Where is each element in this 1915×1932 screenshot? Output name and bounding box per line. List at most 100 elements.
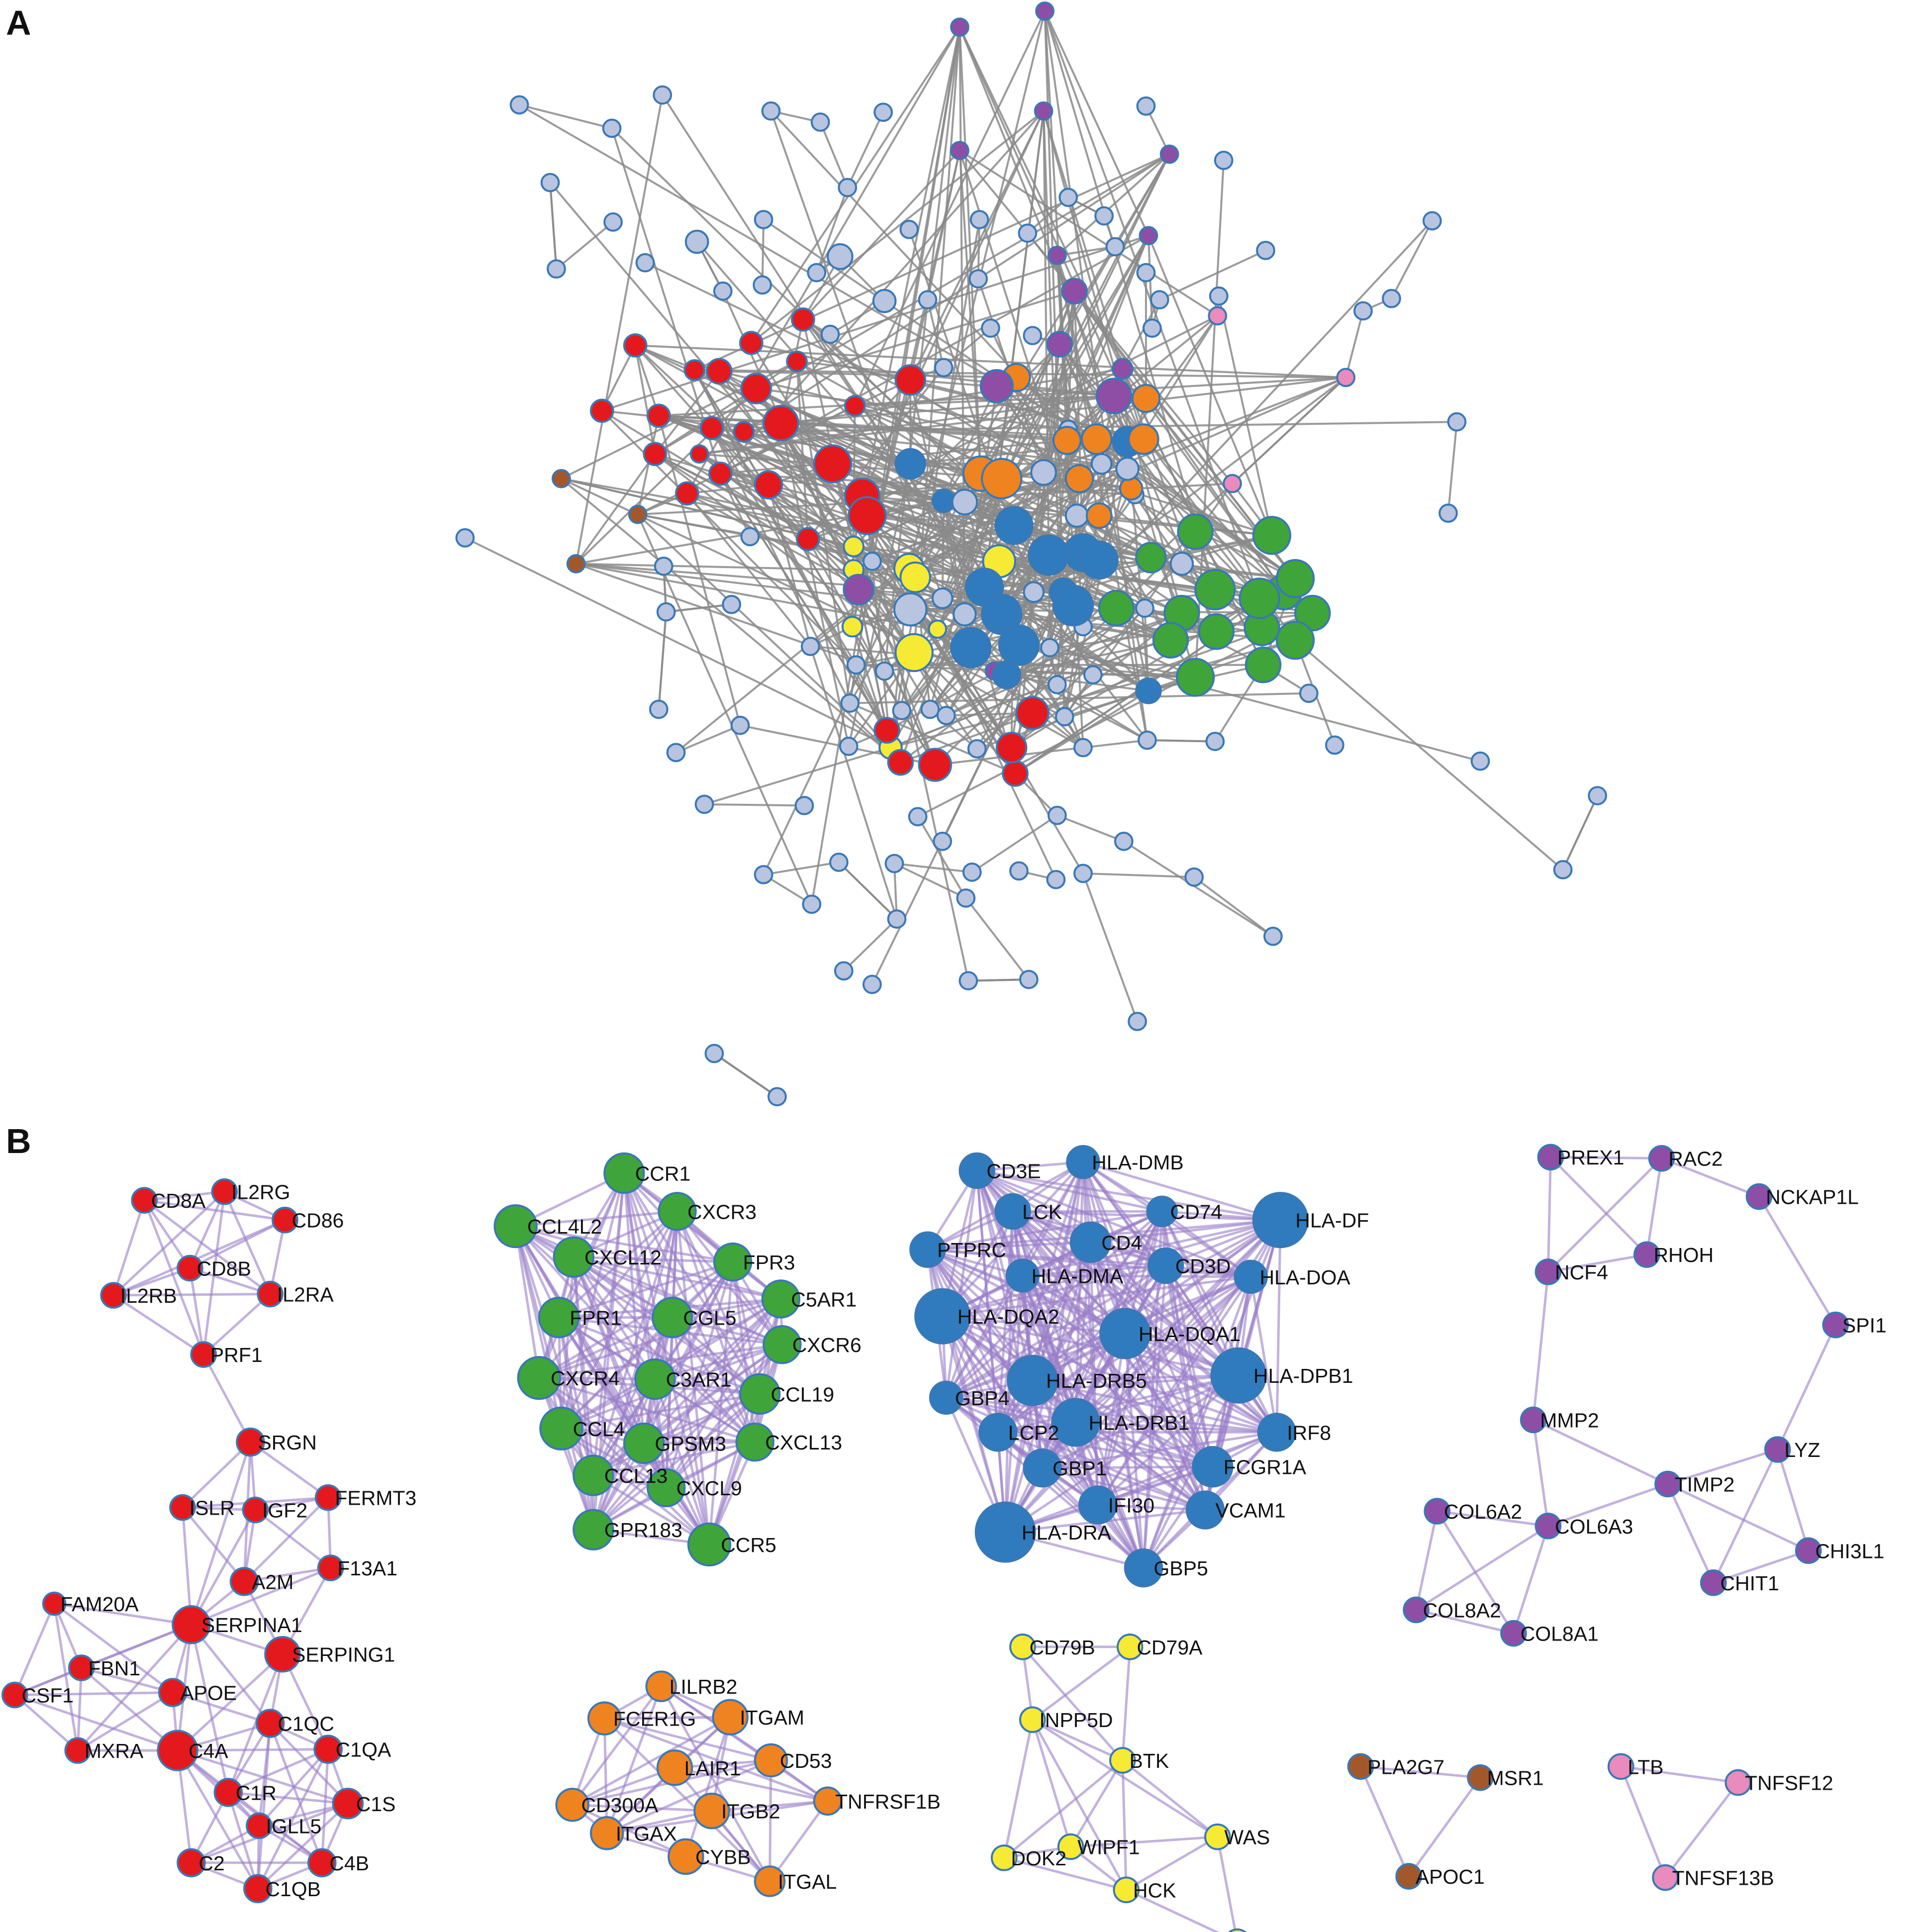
panel-b-edge	[257, 1748, 329, 1890]
panel-a-node-grey	[761, 101, 781, 121]
gene-node-srgn	[236, 1427, 265, 1457]
gene-node-gbp1	[1023, 1449, 1062, 1488]
panel-a-node-grey	[509, 95, 529, 115]
panel-a-node-grey	[1209, 286, 1229, 306]
panel-a-node-purple	[950, 17, 969, 37]
panel-a-edge	[846, 111, 884, 188]
gene-node-fbn1	[68, 1654, 95, 1681]
panel-a-node-orange	[1119, 476, 1144, 501]
panel-a-node-grey	[1023, 581, 1045, 603]
panel-b-edge	[1090, 1219, 1281, 1244]
panel-a-node-red	[689, 444, 709, 464]
panel-b-edge	[1436, 1510, 1548, 1528]
gene-node-fermt3	[314, 1484, 342, 1511]
panel-b-edge	[1121, 1760, 1128, 1890]
panel-b-edge	[754, 1298, 782, 1443]
panel-b-edge	[1074, 1275, 1252, 1424]
panel-a-edge	[699, 395, 1114, 455]
gene-node-rhoh	[1633, 1241, 1660, 1268]
gene-node-itgam	[712, 1699, 749, 1736]
panel-a-node-orange	[1131, 384, 1161, 413]
panel-b-edge	[538, 1210, 678, 1379]
panel-a-node-brown	[566, 554, 586, 574]
panel-a-edge	[894, 863, 972, 873]
panel-a-edge	[743, 153, 1170, 433]
panel-a-node-red	[887, 749, 914, 776]
panel-b-edge	[1032, 1718, 1123, 1762]
gene-label-wipf1: WIPF1	[1077, 1836, 1140, 1859]
gene-node-tnfrsf1b	[813, 1786, 843, 1816]
gene-label-hla-df: HLA-DF	[1295, 1209, 1369, 1232]
panel-b-edge	[1667, 1448, 1778, 1485]
gene-node-apoc1	[1395, 1863, 1422, 1890]
panel-a-edge	[1390, 220, 1434, 299]
panel-b-edge	[946, 1275, 1251, 1399]
panel-b-edge	[1359, 1766, 1410, 1877]
gene-node-cd79a	[1116, 1634, 1144, 1660]
panel-a-node-grey	[936, 706, 956, 725]
panel-b-edge	[945, 1274, 1024, 1399]
panel-a-edge	[763, 861, 839, 876]
gene-label-col6a3: COL6A3	[1555, 1515, 1633, 1538]
gene-node-gbp4	[929, 1380, 963, 1415]
panel-b-edge	[1415, 1511, 1438, 1610]
panel-b-edge	[561, 1392, 761, 1430]
gene-node-cxcr6	[763, 1325, 802, 1364]
panel-b-edge	[604, 1716, 731, 1720]
panel-a-node-grey	[827, 243, 854, 270]
gene-node-c5ar1	[761, 1279, 801, 1319]
panel-a-edge	[658, 414, 1000, 563]
gene-node-ccl4	[539, 1406, 583, 1451]
panel-b-edge	[1031, 1719, 1072, 1847]
gene-node-cd74	[1146, 1195, 1178, 1228]
gene-label-cgl5: CGL5	[683, 1307, 736, 1330]
gene-node-col8a1	[1500, 1620, 1527, 1647]
panel-b-edge	[1142, 1375, 1240, 1569]
gene-label-ifi30: IFI30	[1108, 1494, 1154, 1517]
panel-a-node-grey	[1023, 326, 1043, 345]
gene-node-fcer1g	[587, 1701, 622, 1736]
panel-b-edge	[143, 1199, 191, 1269]
gene-label-hla-dqa1: HLA-DQA1	[1139, 1323, 1241, 1346]
panel-b-edge	[514, 1226, 541, 1378]
gene-label-il2rg: IL2RG	[231, 1181, 290, 1204]
panel-a-node-grey	[1064, 503, 1089, 528]
gene-node-hla-df	[1252, 1192, 1309, 1249]
panel-a-node-grey	[953, 602, 977, 627]
panel-a-edge	[958, 26, 1129, 442]
panel-b-edge	[592, 1474, 710, 1546]
panel-b-edge	[655, 1343, 782, 1381]
panel-a-edge	[602, 409, 1102, 465]
panel-b-edge	[113, 1293, 271, 1297]
panel-b-edge	[1012, 1210, 1281, 1222]
gene-node-fam20a	[42, 1591, 67, 1616]
gene-label-hla-dqa2: HLA-DQA2	[958, 1305, 1059, 1328]
gene-label-f13a1: F13A1	[337, 1557, 397, 1580]
gene-label-was: WAS	[1224, 1826, 1270, 1849]
gene-label-c5ar1: C5AR1	[791, 1288, 857, 1311]
gene-node-lair1	[656, 1749, 693, 1786]
panel-a-edge	[694, 153, 1170, 371]
gene-label-islr: ISLR	[190, 1497, 235, 1520]
gene-label-il2rb: IL2RB	[120, 1284, 177, 1307]
gene-label-nckap1l: NCKAP1L	[1766, 1186, 1859, 1209]
panel-a-edge	[711, 427, 860, 590]
panel-a-edge	[611, 128, 722, 474]
panel-b-edge	[202, 1293, 271, 1355]
gene-node-ccr5	[687, 1522, 732, 1567]
gene-label-irf8: IRF8	[1287, 1421, 1331, 1444]
panel-a-node-pink	[1336, 368, 1356, 387]
panel-b-edge	[558, 1260, 733, 1319]
panel-a-edge	[936, 628, 1057, 880]
panel-b-edge	[927, 1241, 1091, 1251]
panel-a-edge	[675, 724, 741, 754]
gene-node-nckap1l	[1745, 1183, 1773, 1210]
panel-a-node-green	[1245, 647, 1282, 683]
panel-a-edge	[1447, 421, 1458, 513]
gene-node-ifi30	[1078, 1485, 1118, 1525]
panel-a-node-grey	[740, 527, 760, 547]
panel-a-node-purple	[1061, 278, 1088, 305]
panel-a-edge	[686, 492, 1000, 563]
panel-a-node-grey	[754, 865, 773, 884]
panel-b-edge	[572, 1803, 712, 1813]
